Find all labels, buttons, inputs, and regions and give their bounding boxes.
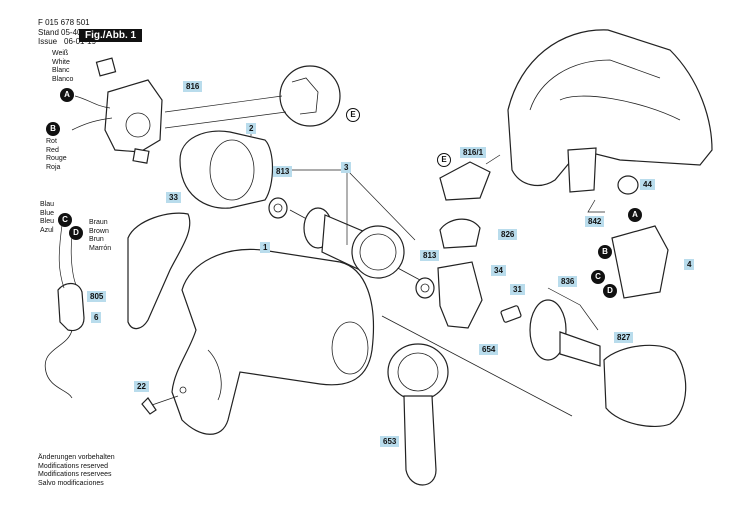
screw-drawing [141, 395, 179, 415]
part-label: 3 [341, 162, 352, 173]
part-label: 653 [380, 436, 400, 447]
stand-label: Stand [38, 28, 59, 37]
switch-drawing [439, 161, 491, 201]
color-label: Rouge [46, 155, 67, 162]
part-label: 4 [684, 259, 695, 270]
color-label: Blue [40, 209, 55, 217]
part-label: 805 [87, 291, 107, 302]
spring-drawing [500, 305, 522, 323]
armature-drawing [283, 169, 421, 281]
aux-handle-drawing [387, 343, 449, 486]
bearing-drawing [415, 277, 435, 299]
brush-holder-drawing [611, 225, 669, 299]
part-label: 836 [558, 276, 578, 287]
color-label: Brun [89, 236, 104, 243]
stand-mark: 05-40 [61, 28, 82, 37]
ref-marker-a: A [628, 208, 642, 222]
part-label: 34 [491, 265, 506, 276]
blue-wire-labels: Blau Blue Bleu Azul [40, 201, 54, 235]
color-label: Blau [40, 201, 55, 208]
doc-number: F 015 678 501 [38, 18, 90, 27]
chuck-drawing [603, 344, 687, 427]
ref-marker-c: C [58, 213, 72, 227]
color-label: Brown [89, 227, 109, 235]
color-label: Rot [46, 138, 57, 145]
part-label: 33 [166, 192, 181, 203]
figure-title: Fig./Abb. 1 [79, 29, 143, 42]
color-label: Red [46, 146, 59, 154]
part-label: 827 [614, 332, 634, 343]
footer-notice: Änderungen vorbehalten Modifications res… [38, 454, 115, 488]
part-label: 842 [585, 216, 605, 227]
part-label: 1 [260, 242, 271, 253]
part-label: 813 [273, 166, 293, 177]
part-label: 31 [510, 284, 525, 295]
color-label: Blanc [52, 67, 70, 74]
part-label: 654 [479, 344, 499, 355]
ref-marker-d: D [603, 284, 617, 298]
footer-line: Modifications reserved [38, 462, 109, 470]
gear-drawing [529, 287, 601, 367]
brush-holder-drawing [437, 261, 483, 329]
part-label: 2 [246, 123, 257, 134]
brown-wire-labels: Braun Brown Brun Marrón [89, 219, 111, 253]
footer-line: Salvo modificaciones [38, 479, 104, 487]
ref-marker-c: C [591, 270, 605, 284]
color-label: Marrón [89, 244, 112, 252]
lever-drawing [567, 147, 597, 193]
color-label: Azul [40, 226, 54, 234]
part-label: 816/1 [460, 147, 487, 158]
switch-cover-drawing [439, 218, 481, 249]
part-label: 6 [91, 312, 102, 323]
part-label: 826 [498, 229, 518, 240]
color-label: Roja [46, 163, 61, 171]
footer-line: Modifications reservees [38, 471, 112, 478]
color-label: Bleu [40, 218, 55, 225]
footer-line: Änderungen vorbehalten [38, 454, 115, 461]
housing-half-drawing [507, 29, 713, 187]
color-label: White [52, 58, 70, 66]
ref-marker-e: E [346, 108, 360, 122]
ref-marker-b: B [598, 245, 612, 259]
white-wire-labels: Weiß White Blanc Blanco [52, 50, 73, 84]
ref-marker-b: B [46, 122, 60, 136]
housing-drawing [171, 248, 375, 435]
color-label: Braun [89, 219, 108, 226]
ref-marker-a: A [60, 88, 74, 102]
part-label: 816 [183, 81, 203, 92]
color-label: Weiß [52, 50, 69, 57]
cord-drawing [44, 224, 85, 399]
switch-816-drawing [71, 57, 163, 164]
ref-marker-d: D [69, 226, 83, 240]
ref-marker-e: E [437, 153, 451, 167]
bearing-drawing [268, 197, 288, 219]
issue-label: Issue [38, 37, 58, 46]
red-wire-labels: Rot Red Rouge Roja [46, 138, 67, 172]
cover-drawing [127, 212, 191, 330]
depth-rod-drawing [381, 315, 573, 417]
switch-detail-zoom [164, 65, 341, 129]
knob-drawing [617, 175, 639, 195]
part-label: 22 [134, 381, 149, 392]
part-label: 813 [420, 250, 440, 261]
color-label: Blanco [52, 75, 74, 83]
part-label: 44 [640, 179, 655, 190]
field-stator-drawing [179, 125, 274, 209]
